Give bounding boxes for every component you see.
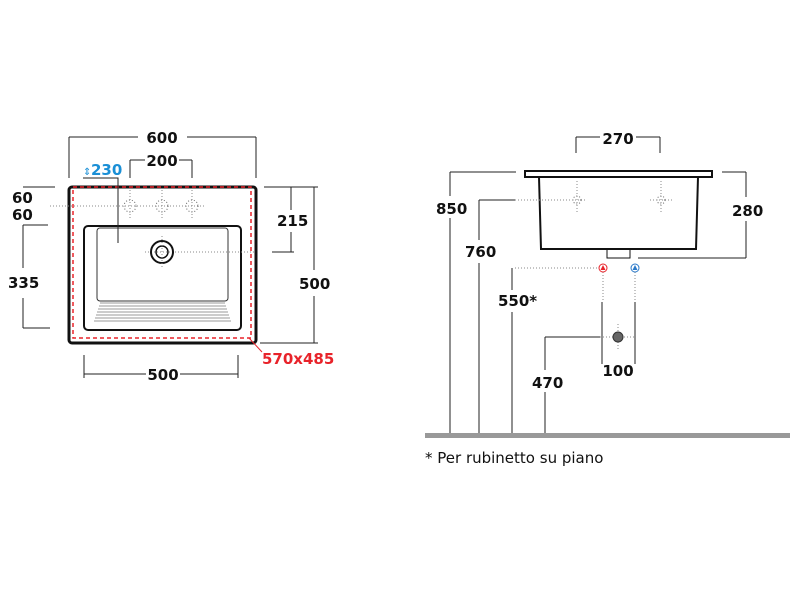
dim-tap-offset: 230	[91, 161, 122, 179]
side-view: 270 850 760 550* 470 280 100 * Per rubin…	[425, 130, 790, 467]
tap-hole-icon	[155, 190, 169, 220]
dim-tap-spacing: 200	[146, 152, 177, 170]
footnote: * Per rubinetto su piano	[425, 449, 603, 467]
tap-hole-icon	[123, 190, 137, 220]
dim-top-height: 850	[436, 200, 467, 218]
up-down-arrow-icon: ⇕	[83, 167, 91, 178]
dim-bowl-depth: 335	[8, 274, 39, 292]
dim-side-tap-spacing: 270	[602, 130, 633, 148]
dim-drain-height: 470	[532, 374, 563, 392]
dim-supply-height: 550*	[498, 292, 537, 310]
dim-basin-height: 280	[732, 202, 763, 220]
dim-edge-to-tap: 60	[12, 189, 33, 207]
tap-hole-icon	[650, 181, 672, 212]
cold-water-icon	[630, 263, 640, 273]
washboard-ribs	[94, 302, 231, 322]
hot-water-icon	[598, 263, 608, 273]
floor	[425, 433, 790, 438]
cutout-outline	[72, 186, 252, 339]
dim-tap-to-bowl: 60	[12, 206, 33, 224]
top-view: 600 200 ⇕ 230 60 60 335 215 500 500 570x…	[8, 129, 334, 384]
basin-body	[537, 176, 700, 250]
tap-hole-icon	[185, 190, 199, 220]
tap-hole-icon	[572, 181, 582, 212]
dim-supply-spacing: 100	[602, 362, 633, 380]
dim-width-overall: 600	[146, 129, 177, 147]
dim-bowl-width: 500	[147, 366, 178, 384]
dim-depth-overall: 500	[299, 275, 330, 293]
bowl-floor	[96, 227, 229, 302]
dim-edge-to-drain: 215	[277, 212, 308, 230]
basin-outline	[67, 185, 258, 345]
drain-icon	[150, 236, 174, 268]
inner-bowl	[83, 225, 242, 331]
dim-cutout: 570x485	[262, 350, 334, 368]
overflow-outlet	[606, 248, 631, 259]
dim-tap-height: 760	[465, 243, 496, 261]
drain-pipe-icon	[612, 331, 624, 343]
